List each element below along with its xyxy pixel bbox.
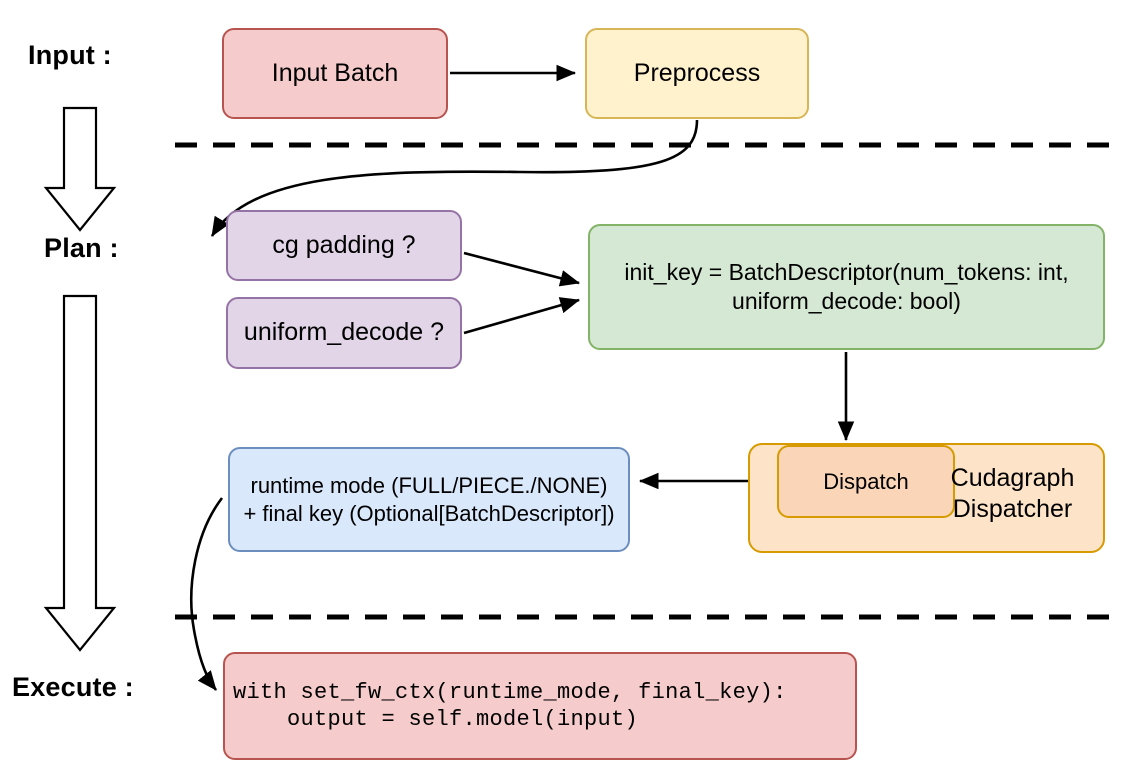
execute-code-text: with set_fw_ctx(runtime_mode, final_key)… xyxy=(233,679,787,733)
input-to-plan-block-arrow xyxy=(43,106,117,232)
node-input-batch[interactable]: Input Batch xyxy=(222,28,448,119)
node-init-key[interactable]: init_key = BatchDescriptor(num_tokens: i… xyxy=(588,224,1105,350)
node-dispatch[interactable]: Dispatch xyxy=(777,445,955,518)
node-runtime-mode[interactable]: runtime mode (FULL/PIECE./NONE) + final … xyxy=(228,447,630,552)
node-cudagraph-dispatcher-label: Cudagraph Dispatcher xyxy=(950,464,1075,524)
stage-label-plan: Plan : xyxy=(44,233,119,263)
stage-label-input: Input : xyxy=(28,40,112,70)
node-uniform-decode[interactable]: uniform_decode ? xyxy=(226,297,462,369)
preprocess-to-cg-padding-edge xyxy=(210,119,699,237)
stage-label-execute: Execute : xyxy=(12,672,134,702)
uniform-decode-to-init-key-edge xyxy=(463,297,580,335)
plan-to-execute-block-arrow xyxy=(43,294,117,652)
node-preprocess[interactable]: Preprocess xyxy=(585,28,809,119)
cg-padding-to-init-key-edge xyxy=(463,251,581,287)
runtime-mode-to-execute-code-edge xyxy=(190,497,224,691)
node-execute-code[interactable]: with set_fw_ctx(runtime_mode, final_key)… xyxy=(223,652,857,760)
node-cg-padding[interactable]: cg padding ? xyxy=(226,210,462,281)
